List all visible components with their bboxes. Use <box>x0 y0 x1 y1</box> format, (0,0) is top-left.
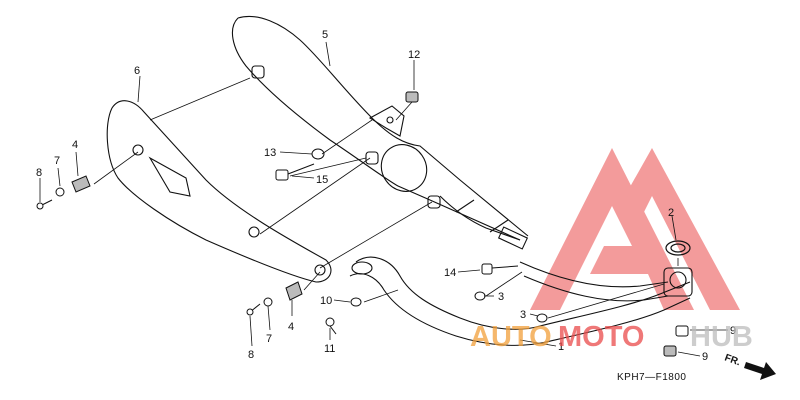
callout-4a: 4 <box>72 139 78 151</box>
callout-3b: 3 <box>520 309 526 321</box>
exhaust-pipe <box>349 256 693 346</box>
watermark-auto: AUTO <box>470 321 552 353</box>
callout-7a: 7 <box>54 155 60 167</box>
callout-10: 10 <box>320 295 332 307</box>
callout-8b: 8 <box>248 349 254 361</box>
callout-9a: 9 <box>730 325 736 337</box>
watermark-triangle-left <box>530 148 694 310</box>
muffler-body <box>231 15 529 250</box>
callout-11: 11 <box>324 343 335 355</box>
hardware <box>36 91 689 357</box>
callout-9b: 9 <box>702 351 708 363</box>
watermark-logo <box>530 148 740 310</box>
gasket <box>665 240 691 256</box>
fr-label: FR. <box>723 352 742 368</box>
callout-6: 6 <box>134 65 140 77</box>
callouts: 5 6 12 13 15 4 7 8 4 7 8 10 11 14 3 3 1 … <box>36 29 736 363</box>
callout-12: 12 <box>408 49 420 61</box>
callout-7b: 7 <box>266 333 272 345</box>
callout-4b: 4 <box>288 321 294 333</box>
front-arrow-icon <box>744 362 776 380</box>
callout-3a: 3 <box>498 291 504 303</box>
leader-lines <box>39 41 728 357</box>
callout-14: 14 <box>444 267 456 279</box>
watermark-text: AUTO MOTO HUB <box>470 321 753 353</box>
callout-8a: 8 <box>36 167 42 179</box>
callout-1: 1 <box>558 341 564 353</box>
callout-2: 2 <box>668 207 674 219</box>
watermark-triangle-right <box>626 148 740 310</box>
front-direction: FR. <box>723 352 776 380</box>
callout-5: 5 <box>322 29 328 41</box>
callout-13: 13 <box>264 147 276 159</box>
callout-15: 15 <box>316 174 328 186</box>
watermark-hub: HUB <box>690 321 753 353</box>
watermark-moto: MOTO <box>558 321 644 353</box>
heat-shield <box>106 100 332 283</box>
guide-lines <box>93 77 679 319</box>
figure-code: KPH7—F1800 <box>617 372 686 383</box>
